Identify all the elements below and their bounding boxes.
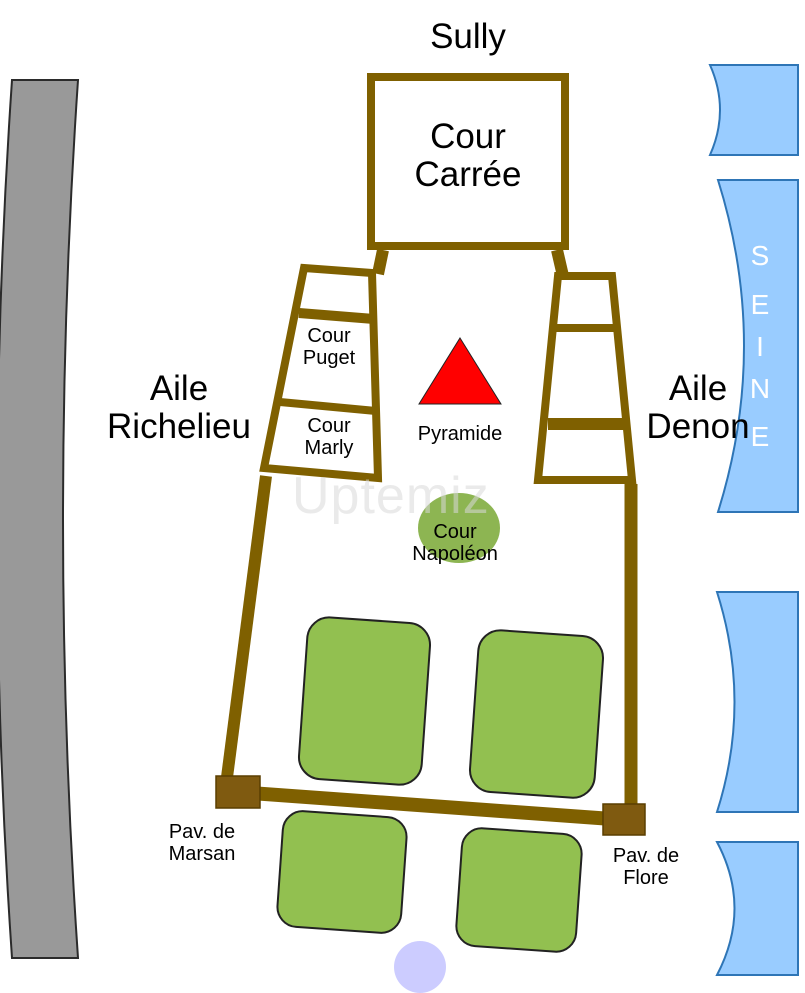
label-cour-marly: Cour Marly xyxy=(304,415,354,459)
seine-segment-4 xyxy=(715,841,799,976)
watermark: Uptemiz xyxy=(292,467,490,525)
denon-wing-outline xyxy=(533,272,637,484)
tuileries-link xyxy=(249,786,613,826)
pavillon-de-flore xyxy=(602,803,646,836)
label-aile-denon: Aile Denon xyxy=(646,369,750,446)
carrousel-circle xyxy=(394,941,446,993)
seine-letter: N xyxy=(749,373,771,404)
label-pyramide: Pyramide xyxy=(417,423,503,445)
label-aile-richelieu: Aile Richelieu xyxy=(107,369,251,446)
south-connector xyxy=(551,248,569,278)
seine-segment-1 xyxy=(708,64,799,156)
seine-letter: E xyxy=(750,421,770,452)
label-cour-puget: Cour Puget xyxy=(302,325,356,369)
richelieu-divider-2 xyxy=(279,398,377,415)
pavillon-de-marsan xyxy=(215,775,261,809)
label-pav-flore: Pav. de Flore xyxy=(612,845,680,889)
garden-1 xyxy=(297,616,432,786)
label-cour-carree: Cour Carrée xyxy=(414,117,522,194)
seine-letter: E xyxy=(750,289,770,320)
label-sully: Sully xyxy=(430,17,506,56)
cour-carree-building xyxy=(367,73,569,250)
garden-3 xyxy=(276,810,408,934)
north-connector xyxy=(372,248,389,276)
seine-segment-3 xyxy=(715,591,799,813)
garden-4 xyxy=(455,827,583,953)
garden-2 xyxy=(468,629,605,799)
label-cour-napoleon: Cour Napoléon xyxy=(412,521,498,565)
pyramid-icon xyxy=(418,337,502,405)
label-pav-marsan: Pav. de Marsan xyxy=(168,821,236,865)
seine-letter: S xyxy=(750,240,770,271)
richelieu-divider-1 xyxy=(298,308,375,324)
richelieu-long-wing xyxy=(220,475,272,786)
seine-letter: I xyxy=(756,331,764,362)
rue-de-rivoli-band xyxy=(0,79,80,959)
seine-segment-2 xyxy=(716,179,799,513)
cour-napoleon-circle xyxy=(418,493,500,563)
